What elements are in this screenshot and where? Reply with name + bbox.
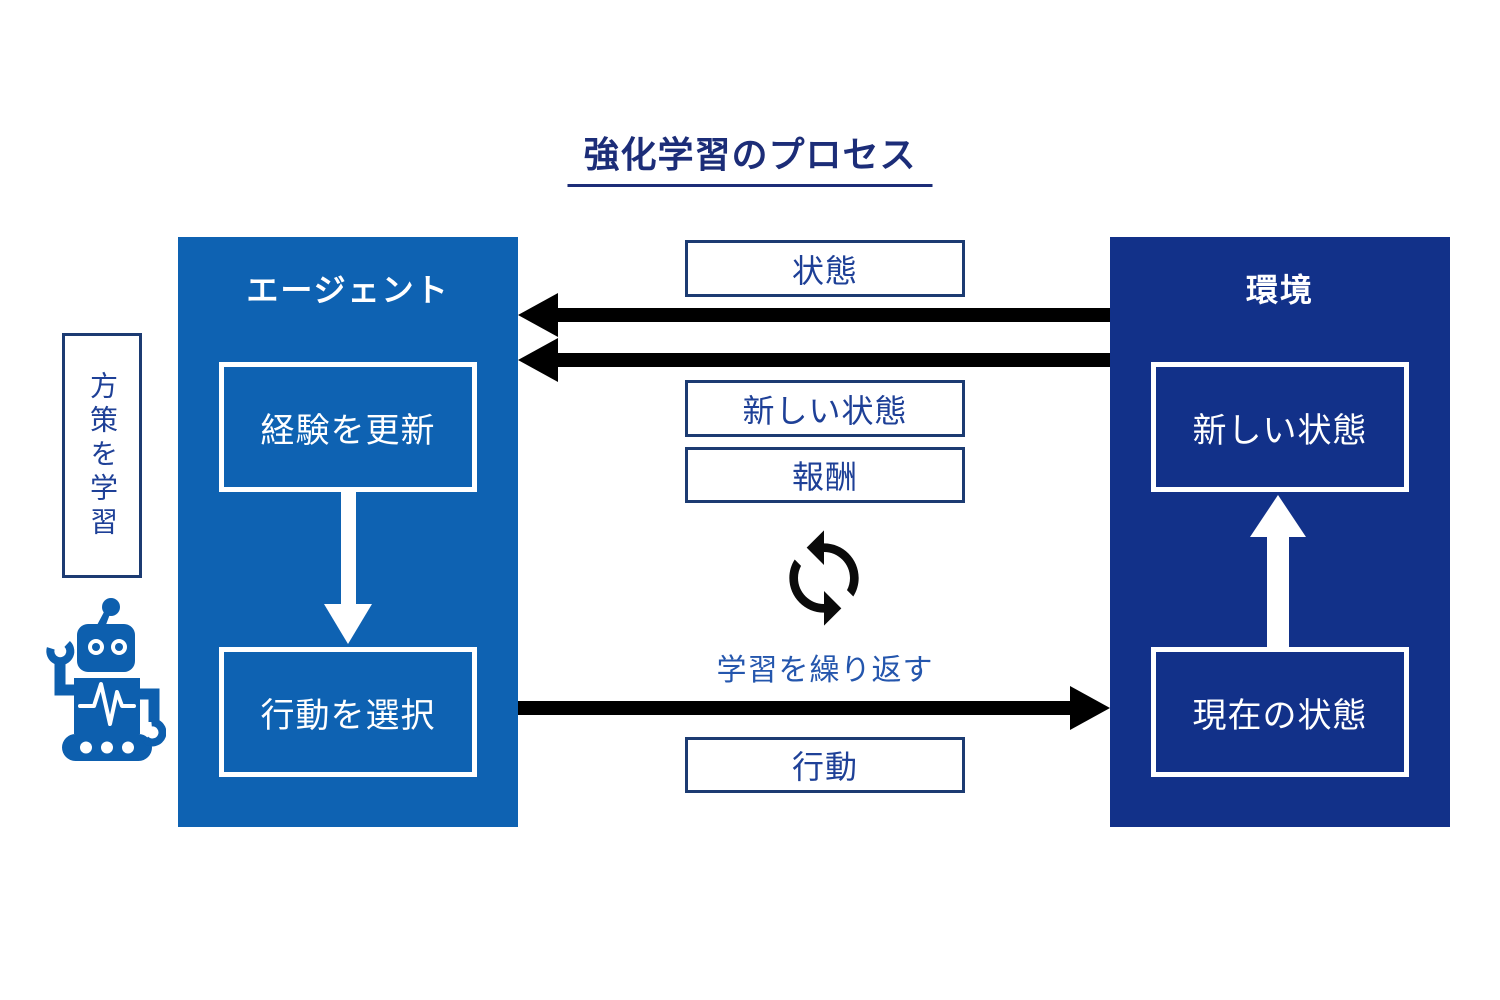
arrow-head-left (518, 338, 558, 382)
environment-panel: 環境 新しい状態 現在の状態 (1110, 237, 1450, 827)
environment-new-state-label: 新しい状態 (1192, 411, 1368, 450)
new-state-reward-arrow-right-to-left (518, 338, 1110, 382)
state-arrow-right-to-left (518, 293, 1110, 337)
environment-current-state-box: 現在の状態 (1151, 647, 1409, 777)
state-label: 状態 (791, 252, 858, 289)
policy-note-box: 方策を学習 (62, 333, 142, 578)
loop-label: 学習を繰り返す (716, 654, 934, 687)
agent-down-arrow-shaft (341, 492, 356, 604)
agent-select-action-box: 行動を選択 (219, 647, 477, 777)
agent-update-experience-box: 経験を更新 (219, 362, 477, 492)
new-state-label: 新しい状態 (742, 392, 908, 429)
heartbeat-line (78, 682, 136, 726)
environment-title: 環境 (1245, 272, 1314, 308)
robot-icon (46, 598, 166, 761)
environment-up-arrow-head (1250, 495, 1306, 537)
action-label: 行動 (791, 749, 858, 785)
agent-update-experience-label: 経験を更新 (260, 411, 436, 450)
environment-up-arrow-shaft (1267, 537, 1289, 647)
environment-new-state-box: 新しい状態 (1151, 362, 1409, 492)
action-arrow-left-to-right (518, 686, 1110, 730)
action-label-box: 行動 (685, 737, 965, 793)
arrow-shaft (552, 308, 1110, 322)
policy-note-label: 方策を学習 (87, 370, 118, 541)
agent-down-arrow-head (324, 604, 372, 644)
arrow-head-right (1070, 686, 1110, 730)
new-state-label-box: 新しい状態 (685, 380, 965, 437)
arrow-shaft (552, 353, 1110, 367)
arrow-shaft (518, 701, 1076, 715)
page-title: 強化学習のプロセス (567, 126, 933, 187)
agent-panel: エージェント 経験を更新 行動を選択 (178, 237, 518, 827)
arrow-head-left (518, 293, 558, 337)
cycle-arrows-icon (789, 530, 859, 626)
reward-label: 報酬 (791, 459, 858, 495)
state-label-box: 状態 (685, 240, 965, 297)
environment-current-state-label: 現在の状態 (1192, 696, 1368, 735)
agent-select-action-label: 行動を選択 (260, 696, 436, 735)
agent-title: エージェント (246, 272, 450, 308)
reward-label-box: 報酬 (685, 447, 965, 503)
